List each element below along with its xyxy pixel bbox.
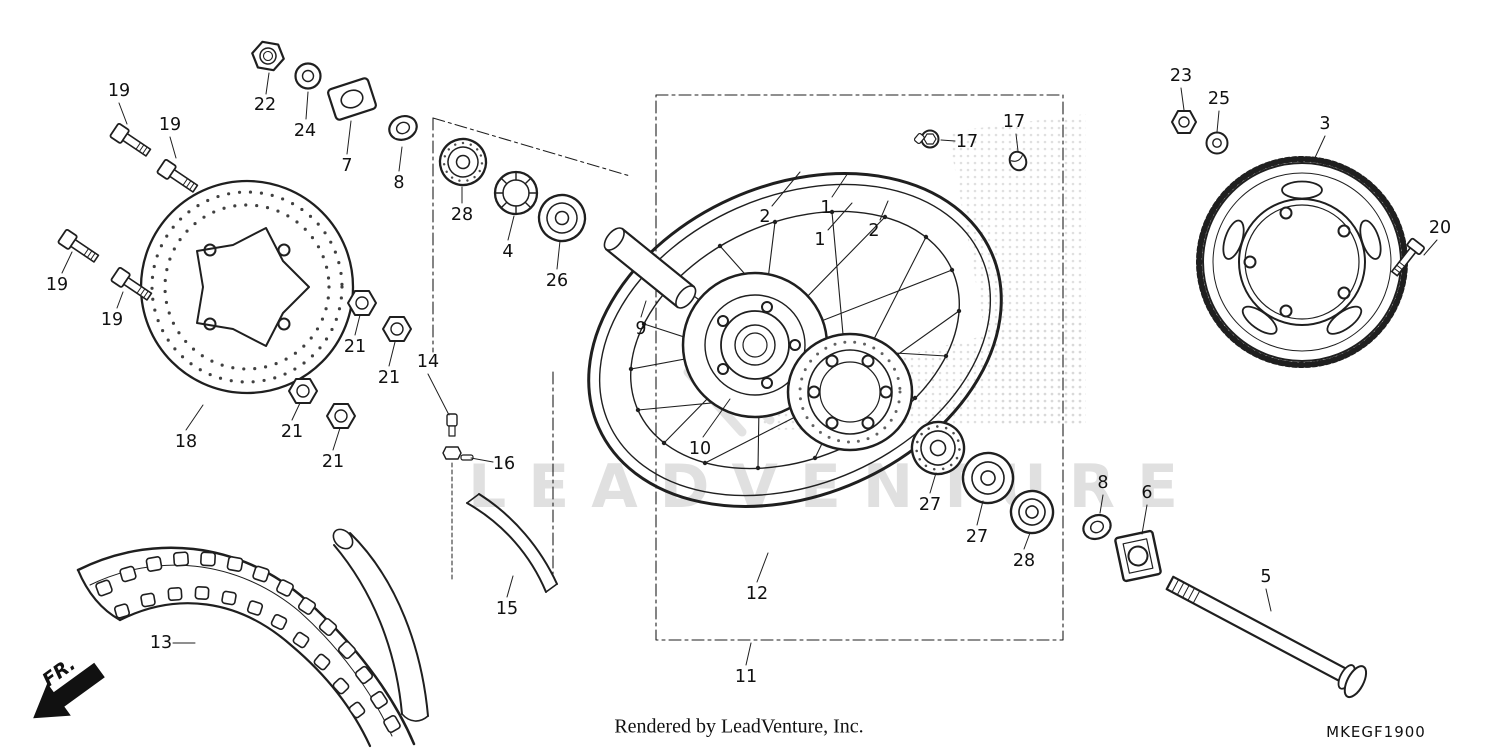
rim-band-15 <box>466 493 558 593</box>
callout-6: 6 <box>1141 483 1153 503</box>
bearing-28-a <box>438 137 488 187</box>
bolt-17-a <box>913 129 940 149</box>
tire-drawing <box>76 546 416 748</box>
callout-9: 9 <box>635 319 647 339</box>
brake-disc-drawing <box>139 179 355 395</box>
callout-2: 2 <box>759 207 771 227</box>
callout-22: 22 <box>253 95 277 115</box>
callout-26: 26 <box>545 271 569 291</box>
render-credit: Rendered by LeadVenture, Inc. <box>614 715 864 738</box>
callout-13: 13 <box>149 633 173 653</box>
washer-24 <box>294 62 322 90</box>
axle-5 <box>1165 575 1368 699</box>
callout-12: 12 <box>745 584 769 604</box>
callout-11: 11 <box>734 667 758 687</box>
bolt-20 <box>1390 237 1425 277</box>
callout-7: 7 <box>341 156 353 176</box>
nut-22 <box>251 40 285 72</box>
callout-5: 5 <box>1260 567 1272 587</box>
collar-8-left <box>388 115 418 141</box>
leader-lines <box>61 72 1438 666</box>
callout-27: 27 <box>918 495 942 515</box>
callout-20: 20 <box>1428 218 1452 238</box>
front-direction-arrow: FR. <box>33 653 105 719</box>
callout-19: 19 <box>107 81 131 101</box>
rear-wheel-drawing <box>587 172 1003 508</box>
callout-21: 21 <box>343 337 367 357</box>
washer-25 <box>1205 131 1229 155</box>
inner-tube-drawing <box>332 528 429 722</box>
spacer-9 <box>603 227 697 309</box>
callout-15: 15 <box>495 599 519 619</box>
leadventure-watermark: LEADVENTURE <box>468 452 1200 522</box>
tire-knobs <box>95 551 401 734</box>
bearing-27-a <box>910 420 966 476</box>
diagram-code: MKEGF1900 <box>1326 723 1426 741</box>
callout-24: 24 <box>293 121 317 141</box>
cushion-7 <box>327 77 377 121</box>
callout-27: 27 <box>965 527 989 547</box>
callout-1: 1 <box>820 198 832 218</box>
callout-21: 21 <box>280 422 304 442</box>
bolt-19-group <box>57 122 199 301</box>
callout-2: 2 <box>868 221 880 241</box>
callout-25: 25 <box>1207 89 1231 109</box>
chain-adjuster-6 <box>1114 529 1162 583</box>
callout-17: 17 <box>955 132 979 152</box>
bearing-27-b <box>961 451 1015 505</box>
callout-8: 8 <box>1097 473 1109 493</box>
callout-21: 21 <box>321 452 345 472</box>
retainer-4 <box>493 170 539 216</box>
valve-stem-parts <box>442 413 474 581</box>
callout-21: 21 <box>377 368 401 388</box>
callout-14: 14 <box>416 352 440 372</box>
bolt-17-b <box>1008 150 1028 172</box>
callout-28: 28 <box>450 205 474 225</box>
sprocket-slots <box>1222 180 1382 335</box>
callout-19: 19 <box>45 275 69 295</box>
callout-19: 19 <box>158 115 182 135</box>
sprocket-drawing <box>1196 156 1408 368</box>
callout-19: 19 <box>100 310 124 330</box>
nut-23 <box>1171 110 1197 134</box>
callout-18: 18 <box>174 432 198 452</box>
callout-28: 28 <box>1012 551 1036 571</box>
hub-drawing <box>681 271 914 452</box>
nut-21-group <box>288 290 412 429</box>
callout-8: 8 <box>393 173 405 193</box>
bearing-26 <box>537 193 587 243</box>
callout-23: 23 <box>1169 66 1193 86</box>
bearing-28-b <box>1009 489 1055 535</box>
callout-17: 17 <box>1002 112 1026 132</box>
callout-10: 10 <box>688 439 712 459</box>
callout-1: 1 <box>814 230 826 250</box>
group-boxes <box>432 94 1064 641</box>
callout-3: 3 <box>1319 114 1331 134</box>
callout-4: 4 <box>502 242 514 262</box>
callout-16: 16 <box>492 454 516 474</box>
collar-8-right <box>1082 513 1112 541</box>
